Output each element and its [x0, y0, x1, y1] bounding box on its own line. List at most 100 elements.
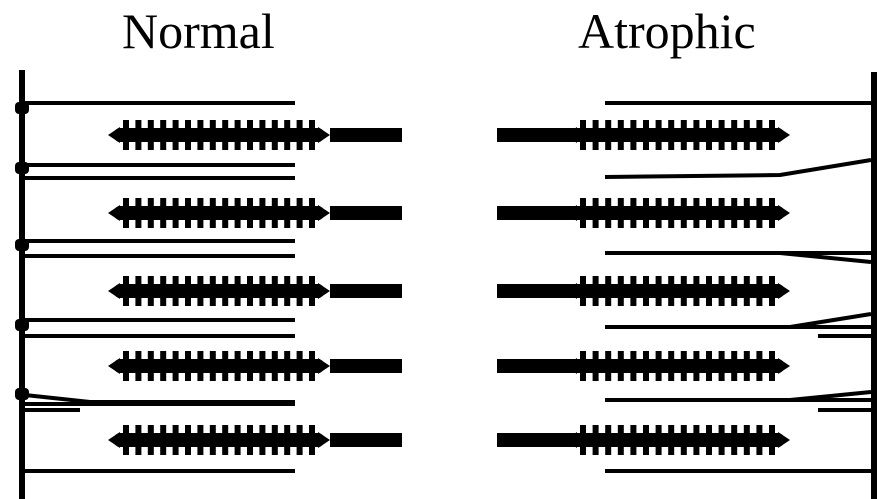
- myosin-core: [114, 359, 324, 373]
- crossbridge-head-bottom: [769, 446, 775, 455]
- crossbridge-head-bottom: [769, 141, 775, 150]
- crossbridge-head-bottom: [135, 446, 142, 455]
- crossbridge-head-top: [655, 120, 662, 129]
- normal-myosin-filament: [108, 276, 330, 306]
- crossbridge-head-bottom: [605, 372, 612, 381]
- crossbridge-head-bottom: [718, 219, 725, 228]
- crossbridge-head-bottom: [209, 446, 216, 455]
- crossbridge-head-bottom: [160, 372, 167, 381]
- crossbridge-head-top: [643, 276, 649, 285]
- crossbridge-head-top: [630, 120, 637, 129]
- crossbridge-head-top: [693, 276, 700, 285]
- crossbridge-head-bottom: [123, 297, 129, 306]
- crossbridge-head-top: [247, 351, 253, 360]
- crossbridge-head-top: [592, 351, 599, 360]
- crossbridge-head-top: [147, 198, 154, 207]
- crossbridge-head-bottom: [592, 372, 599, 381]
- crossbridge-head-top: [135, 120, 142, 129]
- myosin-tip-left: [108, 358, 120, 374]
- crossbridge-head-bottom: [197, 297, 204, 306]
- crossbridge-head-bottom: [209, 141, 216, 150]
- normal-actin-bar: [330, 359, 402, 373]
- crossbridge-head-top: [209, 276, 216, 285]
- crossbridge-head-top: [284, 276, 291, 285]
- crossbridge-head-bottom: [271, 372, 278, 381]
- crossbridge-head-top: [668, 425, 675, 434]
- normal-thin-filament: [25, 176, 295, 180]
- crossbridge-head-bottom: [580, 372, 586, 381]
- crossbridge-head-bottom: [743, 141, 750, 150]
- normal-myosin-filament: [108, 120, 330, 150]
- crossbridge-head-bottom: [197, 141, 204, 150]
- crossbridge-head-top: [123, 351, 129, 360]
- crossbridge-head-top: [222, 120, 229, 129]
- crossbridge-head-bottom: [209, 297, 216, 306]
- crossbridge-head-top: [172, 425, 179, 434]
- myosin-tip-left: [565, 358, 577, 374]
- crossbridge-head-top: [147, 425, 154, 434]
- crossbridge-head-bottom: [185, 372, 191, 381]
- crossbridge-head-top: [731, 351, 738, 360]
- crossbridge-head-top: [296, 120, 303, 129]
- crossbridge-head-top: [123, 425, 129, 434]
- crossbridge-head-top: [668, 120, 675, 129]
- crossbridge-head-bottom: [617, 141, 624, 150]
- atrophic-actin-bar: [497, 206, 577, 220]
- crossbridge-head-top: [592, 276, 599, 285]
- crossbridge-head-bottom: [693, 297, 700, 306]
- normal-short-filament: [25, 408, 80, 412]
- atrophic-myosin-filament: [565, 276, 790, 306]
- atrophic-thin-filament: [605, 398, 871, 402]
- crossbridge-head-bottom: [147, 141, 154, 150]
- crossbridge-head-top: [756, 198, 763, 207]
- crossbridge-head-bottom: [185, 446, 191, 455]
- crossbridge-head-top: [680, 198, 687, 207]
- crossbridge-head-bottom: [668, 141, 675, 150]
- crossbridge-head-bottom: [296, 372, 303, 381]
- crossbridge-head-top: [309, 276, 315, 285]
- crossbridge-head-top: [135, 276, 142, 285]
- myosin-tip-left: [565, 127, 577, 143]
- crossbridge-head-top: [247, 276, 253, 285]
- crossbridge-head-bottom: [592, 446, 599, 455]
- normal-actin-bar: [330, 433, 402, 447]
- crossbridge-head-bottom: [135, 219, 142, 228]
- crossbridge-head-bottom: [718, 141, 725, 150]
- crossbridge-head-bottom: [234, 141, 241, 150]
- crossbridge-head-bottom: [605, 219, 612, 228]
- crossbridge-head-bottom: [718, 372, 725, 381]
- crossbridge-head-bottom: [643, 141, 649, 150]
- crossbridge-head-bottom: [617, 372, 624, 381]
- myosin-tip-right: [318, 358, 330, 374]
- crossbridge-head-bottom: [668, 297, 675, 306]
- normal-thin-filament: [25, 254, 295, 258]
- crossbridge-head-bottom: [605, 446, 612, 455]
- crossbridge-head-bottom: [284, 141, 291, 150]
- myosin-core: [114, 206, 324, 220]
- crossbridge-head-bottom: [655, 141, 662, 150]
- myosin-tip-right: [778, 432, 790, 448]
- myosin-tip-right: [318, 127, 330, 143]
- crossbridge-head-bottom: [172, 372, 179, 381]
- crossbridge-head-bottom: [247, 297, 253, 306]
- crossbridge-head-top: [605, 351, 612, 360]
- crossbridge-head-bottom: [643, 446, 649, 455]
- crossbridge-head-top: [172, 120, 179, 129]
- crossbridge-head-bottom: [247, 219, 253, 228]
- crossbridge-head-bottom: [731, 141, 738, 150]
- crossbridge-head-top: [731, 276, 738, 285]
- crossbridge-head-bottom: [247, 446, 253, 455]
- myosin-core: [571, 359, 784, 373]
- myosin-core: [571, 206, 784, 220]
- crossbridge-head-top: [769, 351, 775, 360]
- myosin-core: [114, 433, 324, 447]
- crossbridge-head-bottom: [706, 297, 712, 306]
- crossbridge-head-top: [630, 198, 637, 207]
- atrophic-myosin-filament: [565, 351, 790, 381]
- crossbridge-head-top: [309, 198, 315, 207]
- crossbridge-head-top: [160, 120, 167, 129]
- crossbridge-head-top: [259, 198, 266, 207]
- crossbridge-head-bottom: [680, 446, 687, 455]
- crossbridge-head-top: [743, 276, 750, 285]
- crossbridge-head-bottom: [756, 446, 763, 455]
